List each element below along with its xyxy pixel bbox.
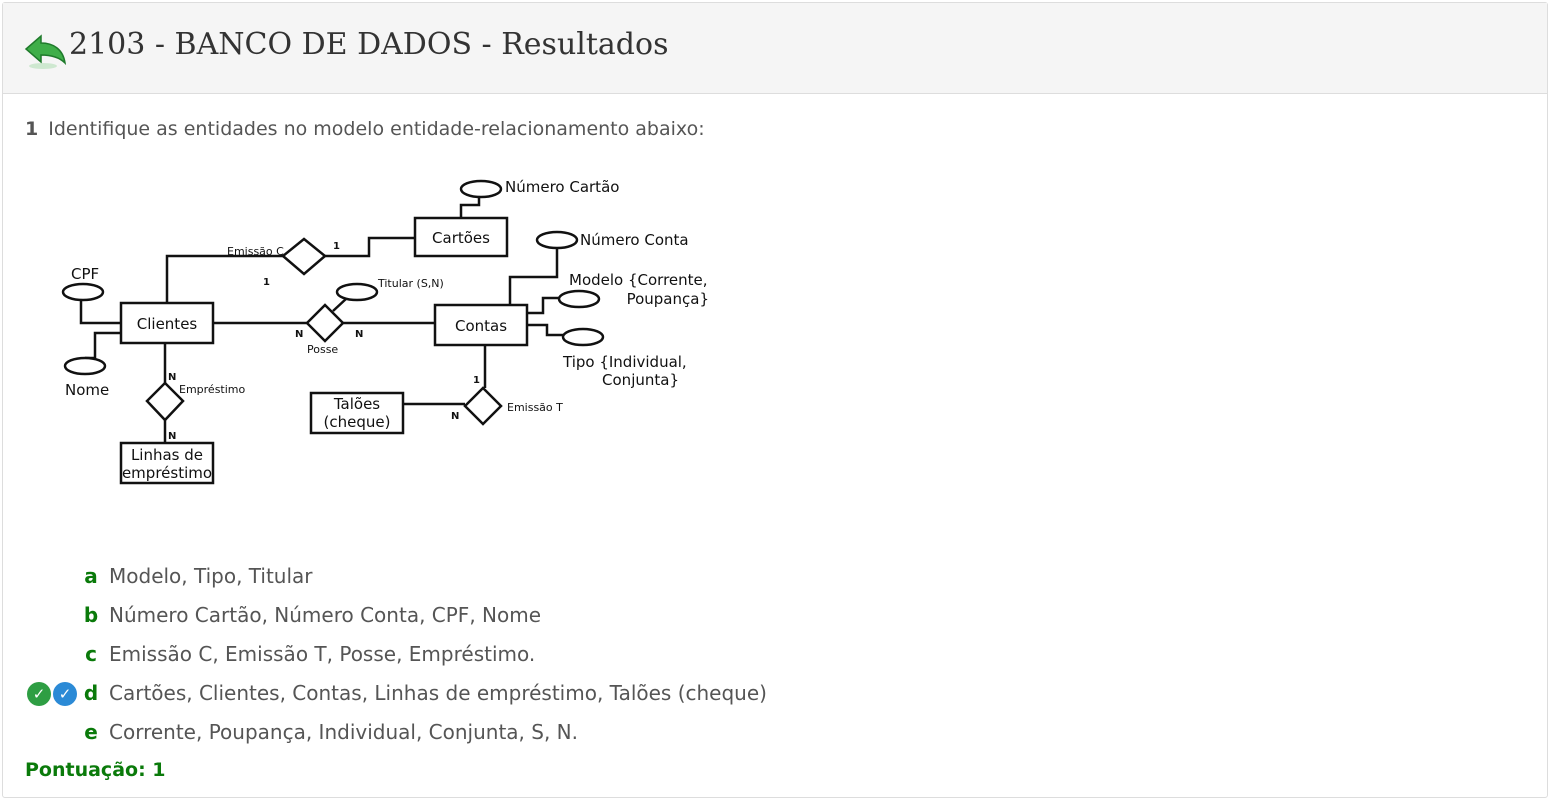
entity-taloes [309, 391, 405, 435]
cardinality: N [168, 431, 176, 442]
option-c[interactable]: c Emissão C, Emissão T, Posse, Empréstim… [3, 636, 803, 670]
entity-linhas-emprestimo [119, 441, 215, 485]
cardinality: N [355, 329, 363, 340]
relationship-emissao-t [463, 386, 503, 426]
entity-label: empréstimo [122, 464, 212, 482]
relationship-label: Emissão T [507, 401, 563, 414]
relationship-emissao-c [281, 237, 327, 276]
entity-contas [433, 303, 529, 347]
entity-label: Clientes [137, 315, 198, 333]
back-arrow-icon[interactable] [23, 33, 67, 71]
cardinality: 1 [333, 241, 340, 252]
entity-label: Cartões [432, 229, 490, 247]
attribute-label: Conjunta} [602, 371, 679, 389]
entity-label: Contas [455, 317, 507, 335]
attribute-label: Número Cartão [505, 178, 619, 196]
option-letter: c [85, 642, 97, 666]
entity-label: (cheque) [324, 413, 391, 431]
cardinality: 1 [473, 375, 480, 386]
cardinality: 1 [263, 277, 270, 288]
attribute-tipo [561, 327, 605, 347]
option-e[interactable]: e Corrente, Poupança, Individual, Conjun… [3, 714, 803, 748]
option-letter: e [84, 720, 98, 744]
relationship-label: Emissão C [227, 245, 284, 258]
option-text: Corrente, Poupança, Individual, Conjunta… [109, 720, 578, 744]
attribute-label: Poupança} [627, 290, 709, 308]
cardinality: N [451, 411, 459, 422]
attribute-label: Titular (S,N) [377, 277, 444, 290]
attribute-numero-conta [535, 230, 579, 250]
entity-cartoes [413, 216, 509, 258]
option-text: Cartões, Clientes, Contas, Linhas de emp… [109, 681, 767, 705]
question-1: 1 Identifique as entidades no modelo enti… [25, 118, 705, 140]
option-letter: d [83, 681, 99, 705]
option-text: Número Cartão, Número Conta, CPF, Nome [109, 603, 542, 627]
attribute-titular [335, 282, 379, 302]
attribute-numero-cartao [459, 179, 503, 199]
cardinality: N [295, 329, 303, 340]
attribute-label: Nome [65, 381, 109, 399]
entity-label: Linhas de [131, 446, 203, 464]
question-number: 1 [25, 118, 39, 140]
option-text: Emissão C, Emissão T, Posse, Empréstimo. [109, 642, 536, 666]
option-letter: b [83, 603, 99, 627]
correct-check-icon: ✓ [27, 682, 51, 706]
relationship-posse [305, 303, 345, 343]
attribute-cpf [61, 282, 105, 302]
question-text: Identifique as entidades no modelo entid… [48, 118, 705, 140]
relationship-emprestimo [145, 381, 185, 422]
attribute-label: Modelo {Corrente, [569, 271, 708, 289]
panel-header: 2103 - BANCO DE DADOS - Resultados [3, 3, 1547, 94]
option-letter: a [84, 564, 98, 588]
score-label: Pontuação: 1 [25, 759, 166, 781]
cardinality: N [168, 372, 176, 383]
er-diagram: Cartões Clientes Contas Talões (cheque) … [61, 178, 709, 485]
option-text: Modelo, Tipo, Titular [109, 564, 313, 588]
option-b[interactable]: b Número Cartão, Número Conta, CPF, Nome [3, 597, 803, 631]
attribute-nome [63, 356, 107, 376]
relationship-label: Empréstimo [179, 383, 246, 396]
option-d[interactable]: ✓ ✓ d Cartões, Clientes, Contas, Linhas … [3, 675, 803, 709]
entity-clientes [119, 301, 215, 345]
selected-check-icon: ✓ [53, 682, 77, 706]
relationship-label: Posse [307, 343, 338, 356]
attribute-label: Número Conta [580, 231, 689, 249]
option-a[interactable]: a Modelo, Tipo, Titular [3, 558, 803, 592]
attribute-label: CPF [71, 265, 99, 283]
attribute-modelo [557, 289, 601, 309]
page-title: 2103 - BANCO DE DADOS - Resultados [69, 27, 669, 62]
entity-label: Talões [333, 395, 380, 413]
attribute-label: Tipo {Individual, [562, 353, 687, 371]
